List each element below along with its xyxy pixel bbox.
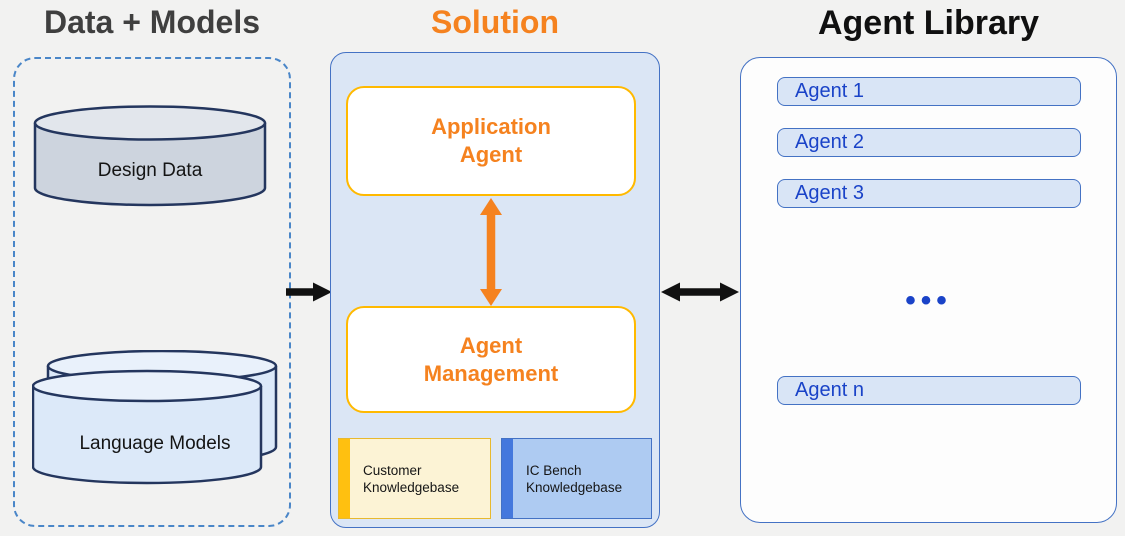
customer-kb-label-line2: Knowledgebase	[363, 479, 460, 495]
customer-knowledgebase-card: Customer Knowledgebase	[338, 438, 491, 519]
agent-management-label-line1: Agent	[459, 332, 523, 358]
agent-management-label-line2: Management	[423, 360, 559, 386]
design-data-label: Design Data	[97, 160, 203, 181]
agent-library-panel: Agent 1 Agent 2 Agent 3 ••• Agent n	[740, 57, 1117, 523]
customer-knowledgebase-accent-bar	[339, 439, 350, 518]
language-models-cylinders: Language Models	[32, 350, 278, 486]
flow-arrow-double-icon	[661, 278, 739, 306]
agent-library-title: Agent Library	[817, 4, 1040, 42]
icbench-knowledgebase-accent-bar	[502, 439, 513, 518]
design-data-cylinder: Design Data	[33, 103, 267, 209]
icbench-kb-label-line2: Knowledgebase	[526, 479, 623, 495]
agent-library-item-2: Agent 2	[777, 128, 1081, 157]
agent-2-label: Agent 2	[795, 131, 864, 153]
agent-management-box: Agent Management	[346, 306, 636, 413]
flow-arrow-right-icon	[286, 278, 332, 306]
database-cylinder-icon	[33, 105, 267, 207]
agent-n-label: Agent n	[795, 379, 864, 401]
stacked-database-cylinder-icon	[32, 350, 278, 485]
solution-panel: Application Agent Agent Management Custo…	[330, 52, 660, 528]
orange-double-arrow-icon	[478, 198, 504, 306]
data-models-title: Data + Models	[43, 4, 261, 40]
icbench-kb-label-line1: IC Bench	[526, 462, 582, 478]
agent-library-item-3: Agent 3	[777, 179, 1081, 208]
language-models-label: Language Models	[79, 433, 231, 454]
application-agent-box: Application Agent	[346, 86, 636, 196]
agent-library-ellipsis: •••	[905, 284, 952, 317]
agent-library-item-n: Agent n	[777, 376, 1081, 405]
customer-kb-label-line1: Customer	[363, 462, 422, 478]
agent-1-label: Agent 1	[795, 80, 864, 102]
agent-library-item-1: Agent 1	[777, 77, 1081, 106]
icbench-knowledgebase-card: IC Bench Knowledgebase	[501, 438, 652, 519]
solution-title: Solution	[431, 4, 559, 40]
application-agent-label-line2: Agent	[459, 142, 523, 167]
agent-3-label: Agent 3	[795, 182, 864, 204]
application-agent-label-line1: Application	[431, 114, 551, 139]
